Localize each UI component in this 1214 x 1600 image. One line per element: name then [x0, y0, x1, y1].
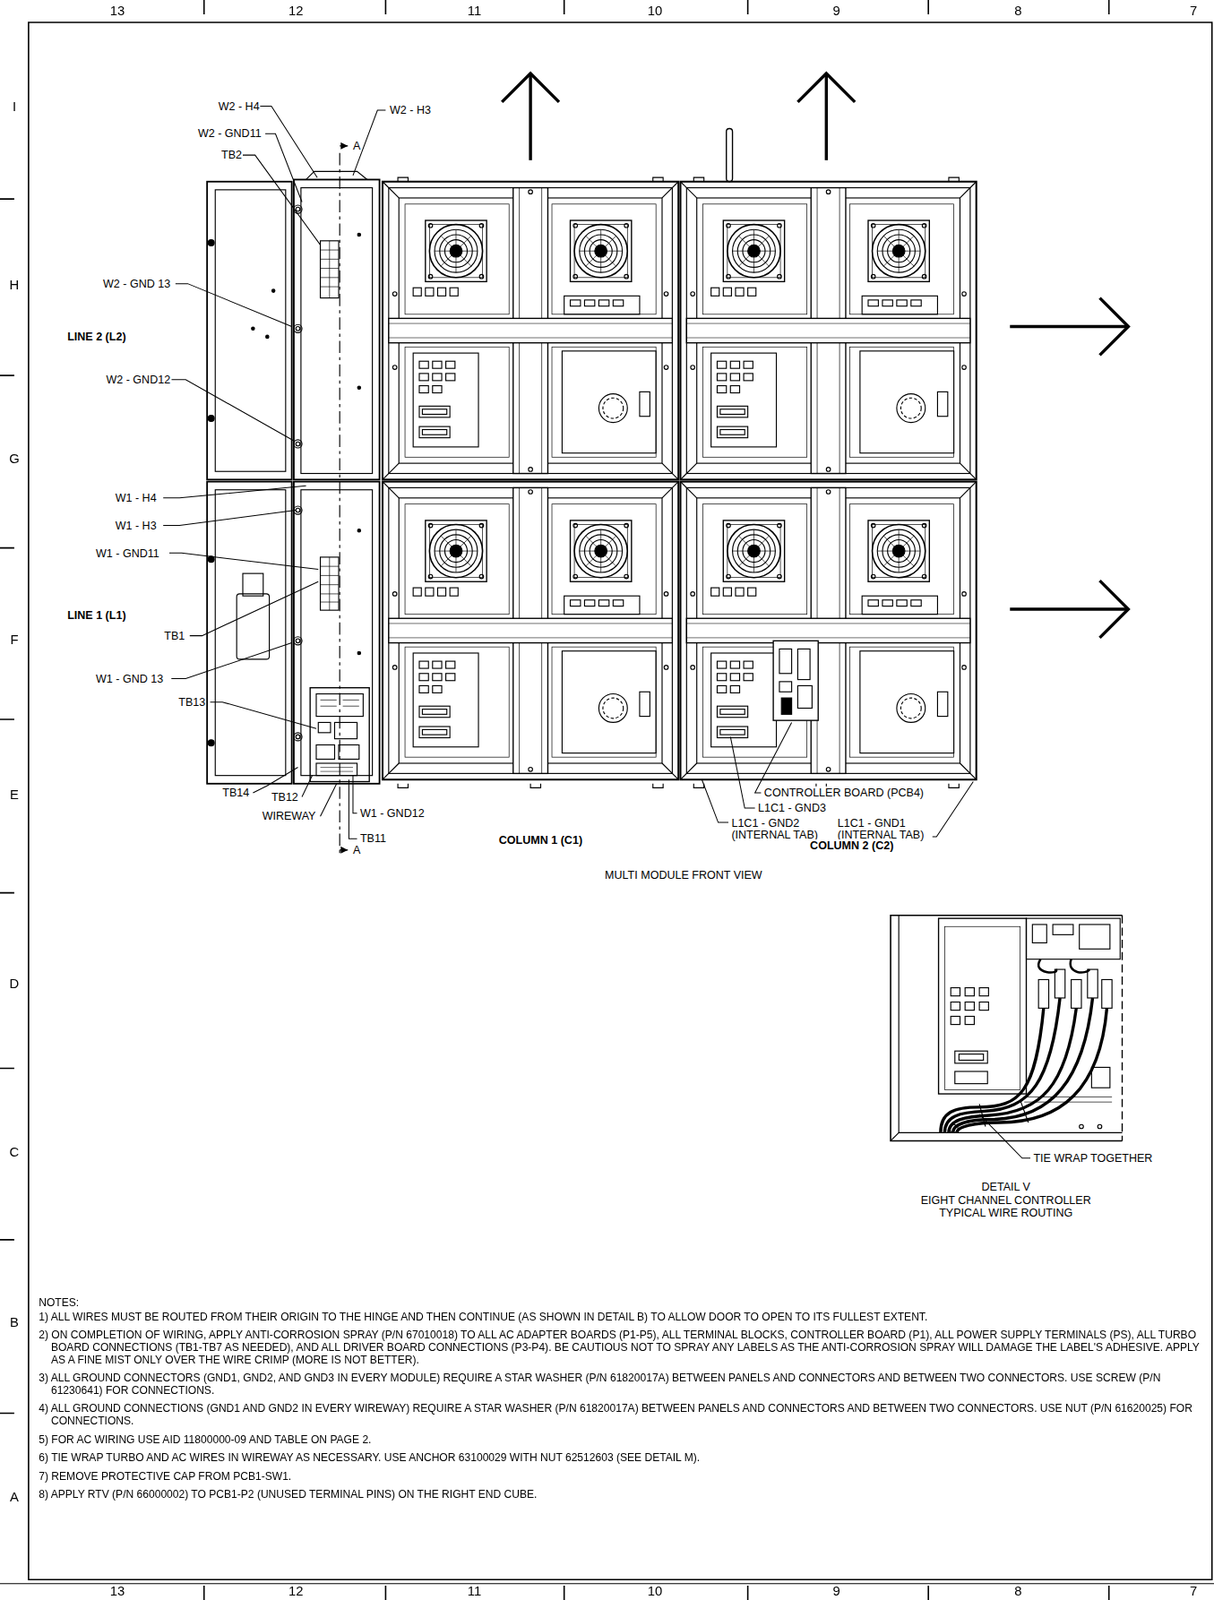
section-heading: LINE 2 (L2) [66, 330, 128, 344]
callout-label: TIE WRAP TOGETHER [1032, 1152, 1154, 1165]
grid-zone-letter: G [8, 451, 21, 467]
callout-label: TB14 [221, 786, 250, 800]
note-text: 4) ALL GROUND CONNECTIONS (GND1 AND GND2… [38, 1402, 1204, 1427]
note-text: 1) ALL WIRES MUST BE ROUTED FROM THEIR O… [38, 1310, 1204, 1324]
grid-zone-number: 9 [831, 1584, 842, 1600]
grid-zone-number: 13 [109, 3, 127, 19]
detail-caption: TYPICAL WIRE ROUTING [938, 1206, 1074, 1220]
callout-label: W2 - H4 [217, 99, 261, 112]
notes-heading: NOTES: [38, 1296, 1204, 1309]
grid-zone-number: 11 [466, 3, 483, 19]
grid-zone-number: 8 [1013, 3, 1024, 19]
callout-label: W2 - GND 13 [102, 276, 172, 290]
callout-label: W1 - GND12 [359, 807, 426, 820]
callout-label: W1 - H3 [114, 518, 158, 532]
grid-zone-letter: B [8, 1316, 20, 1332]
grid-zone-letter: H [8, 277, 20, 293]
note-text: 7) REMOVE PROTECTIVE CAP FROM PCB1-SW1. [38, 1469, 1204, 1482]
grid-zone-letter: I [11, 99, 18, 115]
grid-zone-letter: A [8, 1490, 20, 1507]
grid-zone-number: 12 [287, 3, 305, 19]
callout-label: TB11 [359, 832, 388, 845]
note-text: 2) ON COMPLETION OF WIRING, APPLY ANTI-C… [38, 1328, 1204, 1366]
grid-zone-number: 9 [831, 3, 842, 19]
callout-label: TB1 [163, 628, 186, 642]
callout-label: W1 - GND 13 [94, 671, 164, 685]
callout-label: W2 - GND11 [197, 127, 263, 140]
grid-zone-number: 7 [1188, 3, 1199, 19]
section-marker: A [352, 139, 362, 153]
section-marker: A [352, 843, 362, 857]
grid-zone-number: 13 [109, 1584, 127, 1600]
detail-caption: EIGHT CHANNEL CONTROLLER [920, 1193, 1093, 1206]
callout-label: W1 - H4 [114, 491, 158, 505]
callout-label: W2 - H3 [388, 103, 432, 117]
section-heading: COLUMN 1 (C1) [498, 833, 585, 846]
callout-label: TB2 [220, 148, 243, 162]
callout-label: L1C1 - GND1 (INTERNAL TAB) [836, 816, 933, 841]
note-text: 5) FOR AC WIRING USE AID 11800000-09 AND… [38, 1432, 1204, 1446]
callout-label: WIREWAY [260, 809, 317, 823]
leader-lines [163, 105, 1031, 1158]
callout-label: W1 - GND11 [94, 546, 161, 560]
callout-label: TB13 [177, 695, 207, 708]
grid-zone-letter: D [8, 977, 20, 993]
front-view-illustration [206, 73, 1128, 855]
callout-label: L1C1 - GND2 (INTERNAL TAB) [730, 816, 827, 841]
grid-zone-number: 11 [466, 1584, 483, 1600]
callout-label: CONTROLLER BOARD (PCB4) [763, 786, 925, 800]
section-heading: COLUMN 2 (C2) [809, 839, 896, 853]
detail-caption: DETAIL V [980, 1179, 1032, 1193]
grid-zone-letter: E [8, 788, 20, 804]
grid-zone-number: 10 [646, 3, 664, 19]
grid-zone-number: 8 [1013, 1584, 1024, 1600]
view-caption: MULTI MODULE FRONT VIEW [603, 869, 764, 882]
notes-block: NOTES:1) ALL WIRES MUST BE ROUTED FROM T… [38, 1296, 1204, 1507]
note-text: 6) TIE WRAP TURBO AND AC WIRES IN WIREWA… [38, 1451, 1204, 1464]
grid-zone-number: 10 [646, 1584, 664, 1600]
note-text: 3) ALL GROUND CONNECTORS (GND1, GND2, AN… [38, 1371, 1204, 1396]
callout-label: W2 - GND12 [104, 373, 172, 387]
note-text: 8) APPLY RTV (P/N 66000002) TO PCB1-P2 (… [38, 1488, 1204, 1501]
grid-zone-number: 7 [1188, 1584, 1199, 1600]
grid-zone-letter: F [8, 633, 19, 649]
grid-zone-number: 12 [287, 1584, 305, 1600]
callout-label: TB12 [270, 790, 300, 803]
callout-label: L1C1 - GND3 [757, 801, 827, 815]
section-heading: LINE 1 (L1) [66, 609, 128, 622]
detail-v-illustration [890, 915, 1122, 1142]
grid-zone-letter: C [8, 1145, 20, 1162]
